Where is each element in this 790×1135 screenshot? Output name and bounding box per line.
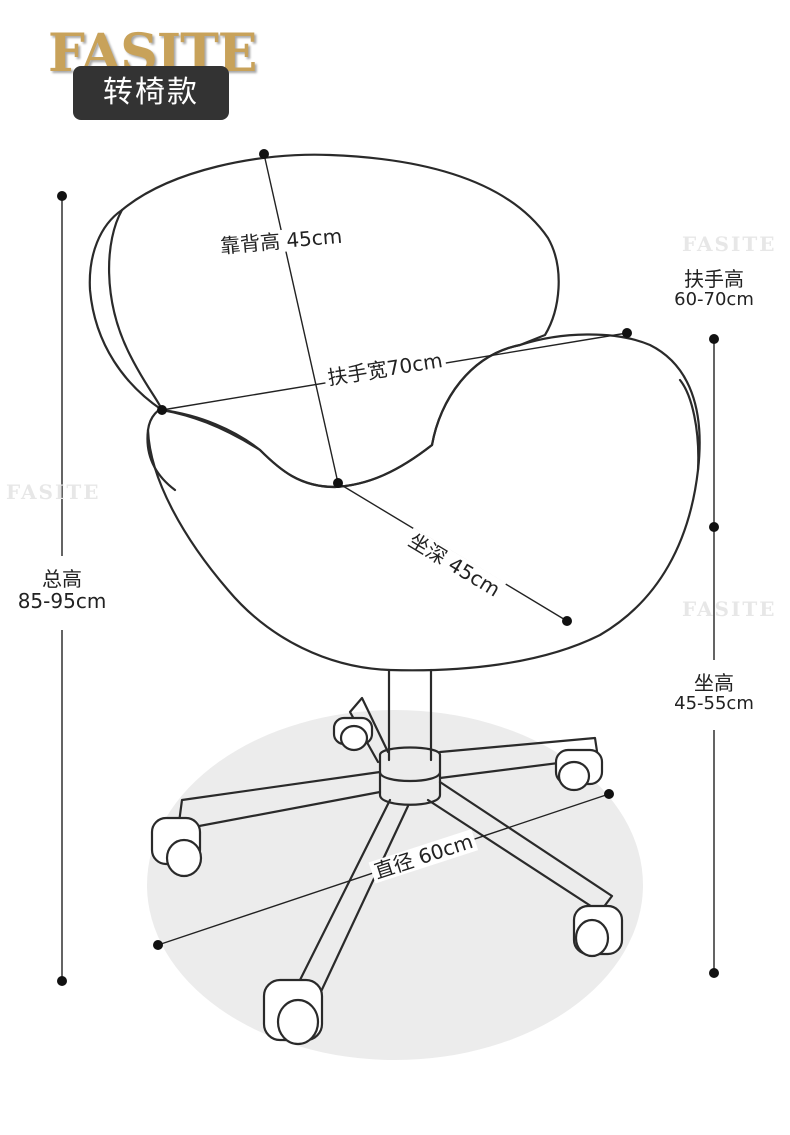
- floor-shadow: [147, 710, 643, 1060]
- gas-lift: [387, 668, 433, 762]
- dim-dot: [333, 478, 343, 488]
- watermark: FASITE: [6, 480, 101, 504]
- armrest-height-value: 60-70cm: [674, 289, 754, 310]
- watermark: FASITE: [682, 232, 777, 256]
- total-height-value: 85-95cm: [17, 589, 107, 613]
- total-height-title: 总高: [42, 567, 82, 591]
- seat-height-title: 坐高: [694, 671, 734, 695]
- dim-dot: [157, 405, 167, 415]
- backrest-inner-edge: [107, 208, 164, 412]
- seat-height-value: 45-55cm: [674, 693, 754, 714]
- dim-dot: [259, 149, 269, 159]
- caster-right: [554, 748, 604, 792]
- dim-dot: [709, 334, 719, 344]
- backrest-outline: [88, 153, 560, 489]
- caster-front-right: [572, 904, 624, 958]
- caster-left: [150, 816, 203, 878]
- seat-height-label: 坐高 45-55cm: [662, 672, 766, 714]
- dim-dot: [562, 616, 572, 626]
- dim-dot: [57, 191, 67, 201]
- base-hub: [378, 746, 442, 806]
- dim-dot: [57, 976, 67, 986]
- backrest-height-line: [263, 153, 339, 484]
- dim-dot: [709, 522, 719, 532]
- armrest-height-label: 扶手高 60-70cm: [664, 268, 764, 310]
- base-leg-front-right: [426, 780, 614, 914]
- dim-dot: [622, 328, 632, 338]
- armrest-height-title: 扶手高: [684, 267, 744, 291]
- seat-front-edge: [146, 378, 700, 492]
- base-leg-left: [176, 770, 382, 832]
- total-height-label: 总高 85-95cm: [10, 568, 114, 612]
- style-badge: 转椅款: [73, 66, 229, 120]
- seat-shell-outline: [146, 333, 701, 672]
- caster-front: [262, 978, 324, 1046]
- caster-back: [332, 716, 374, 752]
- dim-dot: [604, 789, 614, 799]
- dim-dot: [153, 940, 163, 950]
- base-leg-right: [438, 736, 600, 780]
- watermark: FASITE: [682, 597, 777, 621]
- dim-dot: [709, 968, 719, 978]
